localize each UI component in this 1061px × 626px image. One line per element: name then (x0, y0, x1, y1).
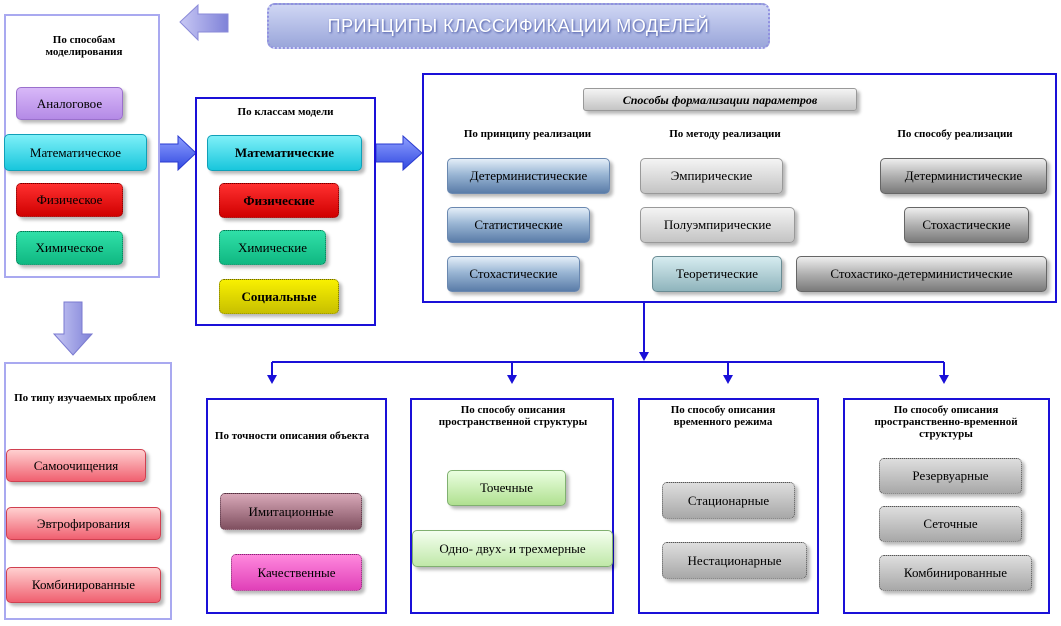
spatiotemporal-combined[interactable]: Комбинированные (879, 555, 1032, 591)
problems-combined[interactable]: Комбинированные (6, 567, 161, 603)
arrow-modeling-to-problems (52, 301, 94, 356)
page-title-text: ПРИНЦИПЫ КЛАССИФИКАЦИИ МОДЕЛЕЙ (327, 15, 710, 36)
formalization-header: Способы формализации параметров (583, 88, 857, 111)
accuracy-imitation[interactable]: Имитационные (220, 493, 362, 530)
way-stochastic-deterministic[interactable]: Стохастико-детерминистические (796, 256, 1047, 292)
problems-self-purification[interactable]: Самоочищения (6, 449, 146, 482)
by-principle-header: По принципу реализации (463, 128, 592, 140)
problems-header: По типу изучаемых проблем (14, 392, 156, 404)
accuracy-header: По точности описания объекта (214, 430, 370, 442)
by-method-header: По методу реализации (669, 128, 781, 140)
spatial-header: По способу описания пространственной стр… (438, 404, 588, 428)
spatial-frame (410, 398, 614, 614)
spatiotemporal-header: По способу описания пространственно-врем… (874, 404, 1018, 440)
method-empirical[interactable]: Эмпирические (640, 158, 783, 194)
modeling-analog[interactable]: Аналоговое (16, 87, 123, 120)
classes-header: По классам модели (237, 106, 334, 118)
modeling-mathematical[interactable]: Математическое (4, 134, 147, 171)
page-title: ПРИНЦИПЫ КЛАССИФИКАЦИИ МОДЕЛЕЙ (267, 3, 770, 49)
way-deterministic[interactable]: Детерминистические (880, 158, 1047, 194)
arrow-classes-to-formalization (375, 134, 423, 172)
classes-chemical[interactable]: Химические (219, 230, 326, 265)
modeling-chemical[interactable]: Химическое (16, 231, 123, 265)
modeling-header: По способам моделирования (45, 34, 123, 58)
spatiotemporal-reservoir[interactable]: Резервуарные (879, 458, 1022, 494)
spatiotemporal-grid[interactable]: Сеточные (879, 506, 1022, 542)
by-way-header: По способу реализации (897, 128, 1013, 140)
principle-statistical[interactable]: Статистические (447, 207, 590, 243)
principle-stochastic[interactable]: Стохастические (447, 256, 580, 292)
problems-eutrophication[interactable]: Эвтрофирования (6, 507, 161, 540)
method-semi-empirical[interactable]: Полуэмпирические (640, 207, 795, 243)
tree-arrowheads (267, 352, 949, 384)
temporal-header: По способу описания временного режима (670, 404, 776, 428)
principle-deterministic[interactable]: Детерминистические (447, 158, 610, 194)
temporal-stationary[interactable]: Стационарные (662, 482, 795, 519)
spatial-point[interactable]: Точечные (447, 470, 566, 506)
arrow-left-to-modeling (179, 3, 229, 42)
spatial-multidimensional[interactable]: Одно- двух- и трехмерные (412, 530, 613, 567)
method-theoretical[interactable]: Теоретические (652, 256, 782, 292)
modeling-physical[interactable]: Физическое (16, 183, 123, 217)
classes-mathematical[interactable]: Математические (207, 135, 362, 171)
classes-physical[interactable]: Физические (219, 183, 339, 218)
classes-social[interactable]: Социальные (219, 279, 339, 314)
accuracy-qualitative[interactable]: Качественные (231, 554, 362, 591)
way-stochastic[interactable]: Стохастические (904, 207, 1029, 243)
temporal-nonstationary[interactable]: Нестационарные (662, 542, 807, 579)
